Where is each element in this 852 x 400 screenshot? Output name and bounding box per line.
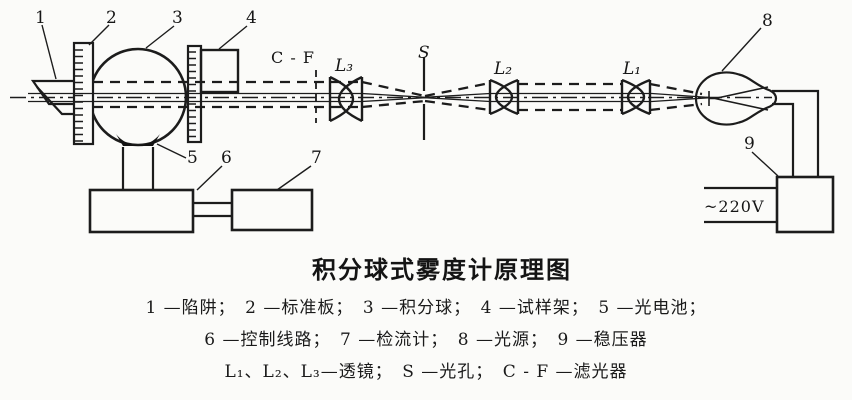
lamp-filament xyxy=(708,86,769,111)
caption-line-1: 1 —陷阱； 2 —标准板； 3 —积分球； 4 —试样架； 5 —光电池； xyxy=(145,298,707,318)
regulator-box xyxy=(775,175,835,234)
lamp-bulb xyxy=(694,71,778,126)
figure-captions: 1 —陷阱； 2 —标准板； 3 —积分球； 4 —试样架； 5 —光电池； 6… xyxy=(0,292,852,388)
leader-lines xyxy=(41,24,779,191)
leader-5 xyxy=(156,143,187,159)
leader-8 xyxy=(721,27,762,72)
beam-core xyxy=(28,92,711,103)
leader-4 xyxy=(218,25,248,50)
leader-1 xyxy=(41,24,57,80)
lens-l3 xyxy=(328,75,364,123)
photocell xyxy=(116,134,160,146)
light-trap xyxy=(30,79,75,116)
lamp-wires xyxy=(772,89,820,177)
galvanometer-box xyxy=(230,188,314,232)
callout-1: 1 xyxy=(35,8,46,28)
callout-5: 5 xyxy=(187,148,198,168)
callout-7: 7 xyxy=(311,148,322,168)
caption-line-3: L₁、L₂、L₃—透镜； S —光孔； C - F —滤光器 xyxy=(224,362,628,382)
control-box xyxy=(88,188,195,234)
figure-title: 积分球式雾度计原理图 xyxy=(312,255,572,284)
callout-4: 4 xyxy=(246,8,257,28)
callout-8: 8 xyxy=(762,11,773,31)
power-supply-lines xyxy=(704,186,777,224)
box-connector xyxy=(193,201,232,218)
leader-9 xyxy=(751,151,779,177)
schematic-canvas: 1 2 3 4 5 6 7 8 9 C - F L₃ S L₂ L₁ ~220V xyxy=(10,8,835,234)
sample-holder xyxy=(199,48,240,94)
leader-6 xyxy=(196,165,223,191)
leader-7 xyxy=(276,165,312,191)
callout-2: 2 xyxy=(106,8,117,28)
aperture-label: S xyxy=(418,43,430,63)
leader-2 xyxy=(88,24,110,46)
lens-l2 xyxy=(488,78,520,116)
callout-3: 3 xyxy=(172,8,183,28)
callout-9: 9 xyxy=(744,134,755,154)
sphere-pedestal xyxy=(121,147,155,190)
lens2-label: L₂ xyxy=(493,59,512,79)
lens-l1 xyxy=(620,78,652,116)
lens3-label: L₃ xyxy=(334,56,353,76)
callout-6: 6 xyxy=(221,148,232,168)
voltage-label: ~220V xyxy=(704,197,765,216)
lens1-label: L₁ xyxy=(622,59,641,79)
filter-label: C - F xyxy=(271,48,315,67)
caption-line-2: 6 —控制线路； 7 —检流计； 8 —光源； 9 —稳压器 xyxy=(204,330,648,350)
leader-3 xyxy=(145,25,175,49)
